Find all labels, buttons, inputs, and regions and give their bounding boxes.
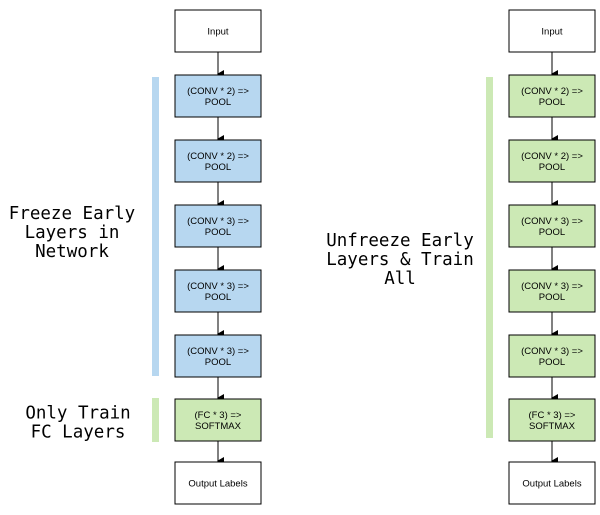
right-block-2-box (508, 139, 596, 183)
left-block-6-box (174, 398, 262, 442)
right-block-1: (CONV * 2) =>POOL (508, 74, 596, 118)
right-block-5-line-1: POOL (539, 357, 565, 368)
left-block-5: (CONV * 3) =>POOL (174, 334, 262, 378)
right-block-4-line-0: (CONV * 3) => (521, 281, 583, 292)
left-block-0: Input (174, 9, 262, 53)
left-block-2-box (174, 139, 262, 183)
left-block-7-box (174, 461, 262, 505)
right-block-7-line-0: Output Labels (522, 479, 581, 490)
left-block-7: Output Labels (174, 461, 262, 505)
right-block-2-line-1: POOL (539, 162, 565, 173)
right-block-0-line-0: Input (541, 27, 562, 38)
left-block-3: (CONV * 3) =>POOL (174, 204, 262, 248)
right-block-1-line-1: POOL (539, 97, 565, 108)
left-block-5-line-0: (CONV * 3) => (187, 346, 249, 357)
left-block-1: (CONV * 2) =>POOL (174, 74, 262, 118)
right-block-7: Output Labels (508, 461, 596, 505)
frozen-layers-bar (152, 77, 159, 376)
left-block-5-line-1: POOL (205, 357, 231, 368)
left-block-1-line-0: (CONV * 2) => (187, 86, 249, 97)
unfreeze-early-label-line-1: Layers & Train (326, 250, 474, 270)
freeze-early-label-line-1: Layers in (25, 223, 120, 243)
left-block-1-box (174, 74, 262, 118)
left-block-6: (FC * 3) =>SOFTMAX (174, 398, 262, 442)
left-block-0-line-0: Input (207, 27, 228, 38)
unfreeze-early-label-line-2: All (384, 269, 416, 289)
right-block-5-line-0: (CONV * 3) => (521, 346, 583, 357)
left-block-6-line-0: (FC * 3) => (195, 410, 242, 421)
only-train-fc-label-line-1: FC Layers (31, 423, 126, 443)
right-block-5-box (508, 334, 596, 378)
right-block-0-box (508, 9, 596, 53)
right-block-1-box (508, 74, 596, 118)
left-block-2-line-0: (CONV * 2) => (187, 151, 249, 162)
right-block-4-box (508, 269, 596, 313)
only-train-fc-label-line-0: Only Train (25, 404, 130, 424)
left-block-3-box (174, 204, 262, 248)
right-block-5: (CONV * 3) =>POOL (508, 334, 596, 378)
left-block-3-line-1: POOL (205, 227, 231, 238)
right-block-6: (FC * 3) =>SOFTMAX (508, 398, 596, 442)
left-block-0-box (174, 9, 262, 53)
right-block-3-box (508, 204, 596, 248)
left-block-7-line-0: Output Labels (188, 479, 247, 490)
left-block-3-line-0: (CONV * 3) => (187, 216, 249, 227)
right-block-3-line-0: (CONV * 3) => (521, 216, 583, 227)
right-block-6-box (508, 398, 596, 442)
right-block-3-line-1: POOL (539, 227, 565, 238)
unfreeze-early-label-line-0: Unfreeze Early (326, 231, 474, 251)
all-layers-bar (486, 77, 493, 438)
left-block-2-line-1: POOL (205, 162, 231, 173)
left-block-5-box (174, 334, 262, 378)
right-block-6-line-0: (FC * 3) => (529, 410, 576, 421)
left-block-4: (CONV * 3) =>POOL (174, 269, 262, 313)
left-block-4-line-0: (CONV * 3) => (187, 281, 249, 292)
left-block-4-box (174, 269, 262, 313)
right-block-4: (CONV * 3) =>POOL (508, 269, 596, 313)
left-block-2: (CONV * 2) =>POOL (174, 139, 262, 183)
fc-layers-bar (152, 398, 159, 442)
right-block-2-line-0: (CONV * 2) => (521, 151, 583, 162)
right-block-6-line-1: SOFTMAX (529, 421, 576, 432)
right-block-4-line-1: POOL (539, 292, 565, 303)
left-block-6-line-1: SOFTMAX (195, 421, 242, 432)
left-block-1-line-1: POOL (205, 97, 231, 108)
left-block-4-line-1: POOL (205, 292, 231, 303)
right-block-2: (CONV * 2) =>POOL (508, 139, 596, 183)
right-block-1-line-0: (CONV * 2) => (521, 86, 583, 97)
freeze-early-label-line-0: Freeze Early (9, 204, 135, 224)
right-block-7-box (508, 461, 596, 505)
right-block-0: Input (508, 9, 596, 53)
right-block-3: (CONV * 3) =>POOL (508, 204, 596, 248)
freeze-early-label-line-2: Network (35, 242, 109, 262)
